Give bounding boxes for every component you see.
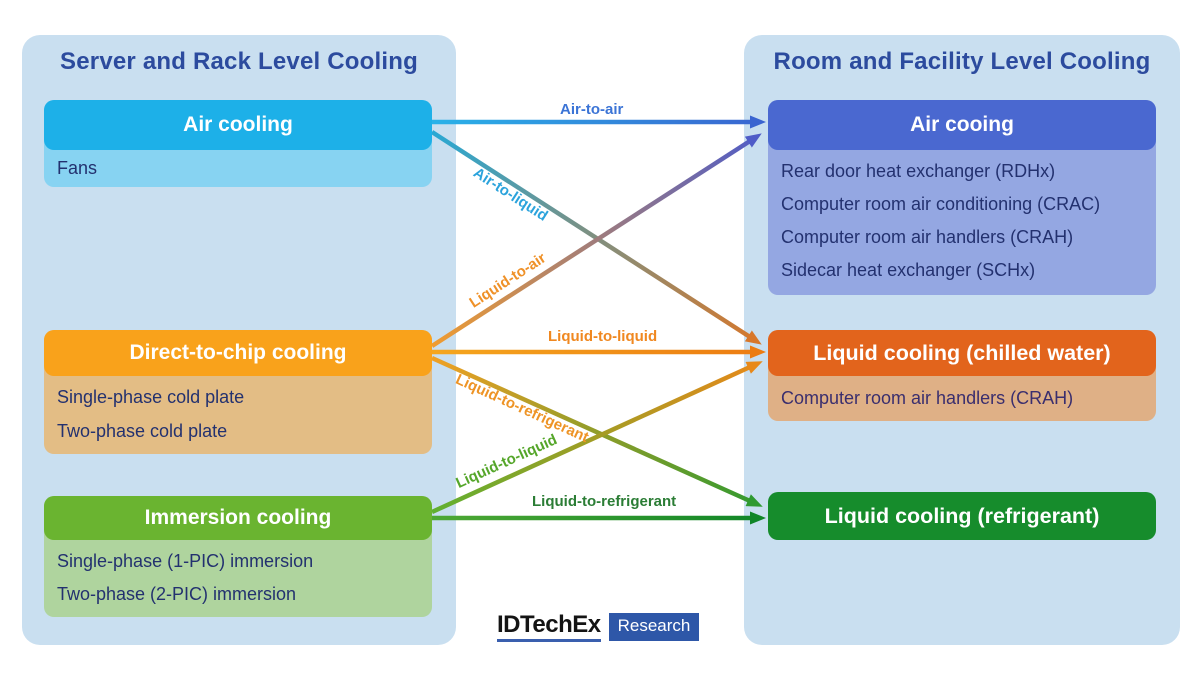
direct-to-chip-cooling-box: Direct-to-chip cooling Single-phase cold…	[44, 330, 432, 454]
air-cooling-items: Fans	[44, 150, 432, 187]
list-item: Computer room air handlers (CRAH)	[781, 388, 1074, 408]
list-item: Rear door heat exchanger (RDHx)	[781, 161, 1056, 181]
liquid-cooling-refrigerant-header: Liquid cooling (refrigerant)	[768, 492, 1156, 540]
connection-label-liquid-to-refrigerant-immersion: Liquid-to-refrigerant	[532, 493, 677, 510]
air-cooing-header: Air cooing	[768, 100, 1156, 150]
list-item: Single-phase (1-PIC) immersion	[57, 551, 314, 571]
air-cooing-box: Air cooing Rear door heat exchanger (RDH…	[768, 100, 1156, 295]
connection-label-liquid-to-liquid-immersion: Liquid-to-liquid	[453, 431, 560, 492]
idtechex-logo: IDTechEx Research	[497, 612, 700, 643]
liquid-cooling-chilled-water-header: Liquid cooling (chilled water)	[768, 330, 1156, 376]
list-item: Fans	[57, 158, 98, 178]
air-cooling-box: Air cooling Fans	[44, 100, 432, 187]
list-item: Two-phase cold plate	[57, 421, 228, 441]
idtechex-logo-research-badge: Research	[608, 613, 700, 641]
list-item: Sidecar heat exchanger (SCHx)	[781, 260, 1036, 280]
immersion-cooling-items: Single-phase (1-PIC) immersion Two-phase…	[44, 540, 432, 617]
connection-label-liquid-to-liquid-dtc: Liquid-to-liquid	[548, 328, 658, 345]
list-item: Two-phase (2-PIC) immersion	[57, 584, 297, 604]
connection-label-liquid-to-refrigerant-dtc: Liquid-to-refrigerant	[452, 370, 592, 447]
list-item: Single-phase cold plate	[57, 387, 245, 407]
connection-label-air-to-air: Air-to-air	[560, 101, 624, 118]
air-cooling-header: Air cooling	[44, 100, 432, 150]
liquid-cooling-refrigerant-box: Liquid cooling (refrigerant)	[768, 492, 1156, 540]
list-item: Computer room air conditioning (CRAC)	[781, 194, 1101, 214]
connection-label-air-to-liquid: Air-to-liquid	[470, 164, 551, 225]
immersion-cooling-box: Immersion cooling Single-phase (1-PIC) i…	[44, 496, 432, 617]
list-item: Computer room air handlers (CRAH)	[781, 227, 1074, 247]
direct-to-chip-cooling-items: Single-phase cold plate Two-phase cold p…	[44, 376, 432, 454]
server-rack-panel-title: Server and Rack Level Cooling	[60, 48, 418, 75]
air-cooing-items: Rear door heat exchanger (RDHx) Computer…	[768, 150, 1156, 295]
room-facility-panel-title: Room and Facility Level Cooling	[773, 48, 1151, 75]
liquid-cooling-chilled-water-items: Computer room air handlers (CRAH)	[768, 376, 1156, 421]
immersion-cooling-header: Immersion cooling	[44, 496, 432, 540]
connection-label-liquid-to-air: Liquid-to-air	[466, 249, 550, 312]
direct-to-chip-cooling-header: Direct-to-chip cooling	[44, 330, 432, 376]
liquid-cooling-chilled-water-box: Liquid cooling (chilled water) Computer …	[768, 330, 1156, 421]
idtechex-logo-brand: IDTechEx	[497, 612, 601, 643]
